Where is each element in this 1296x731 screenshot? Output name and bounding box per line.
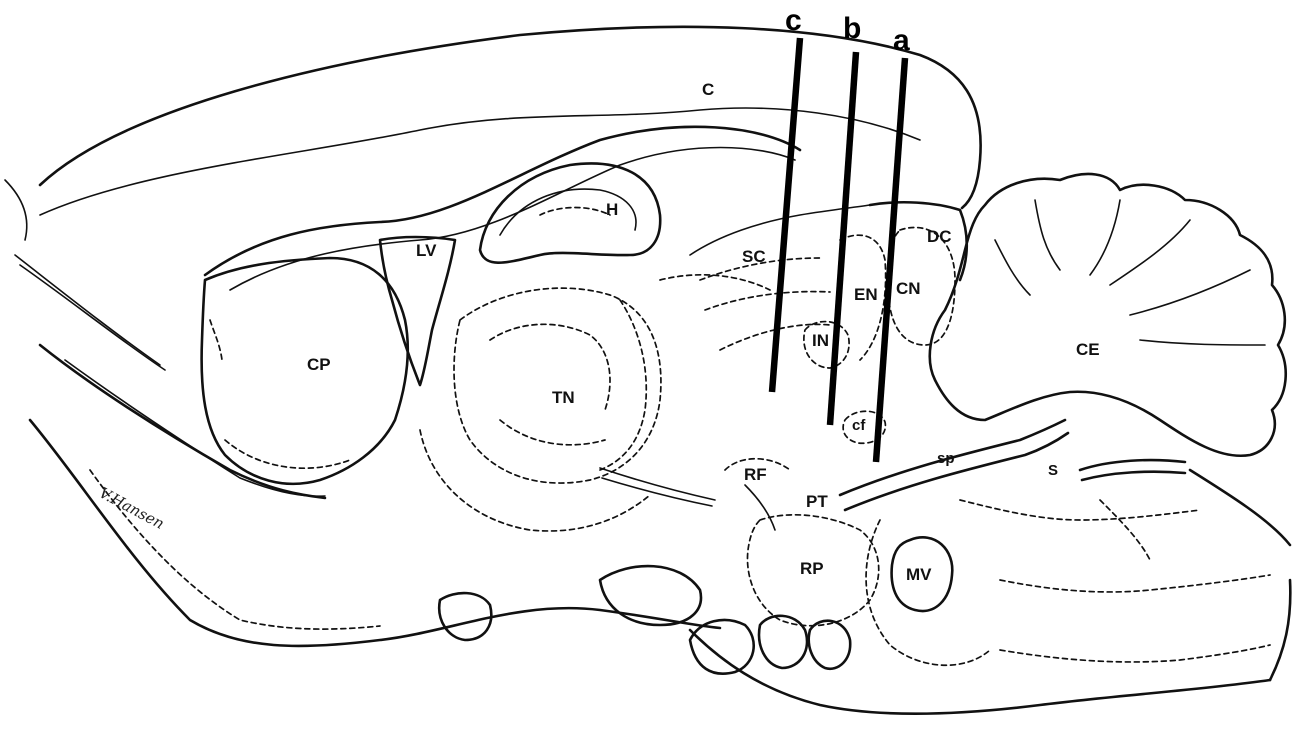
thalamic-nuclei-group [420,275,770,531]
fornix-tract [600,468,715,500]
track-labels: c b a [785,4,910,57]
hippocampus-dashed [540,208,610,216]
cerebellum-folium-2 [1090,200,1120,275]
label-in-region: IN [812,331,829,350]
tectum-dashed-2 [705,292,830,310]
track-label-a: a [893,24,910,57]
medulla-contour-2 [1000,575,1270,592]
label-caudate-putamen: CP [307,355,331,374]
recording-tracks [772,38,905,462]
label-pyramidal-tract: PT [806,492,828,511]
ventral-lobes-group [439,566,850,674]
medulla-contour-1 [960,500,1200,520]
cerebellum-folium-4 [1130,270,1250,315]
brainstem-ventral [690,630,1270,714]
label-cortex: C [702,80,714,99]
label-cf-region: cf [852,417,866,434]
track-b-line [830,52,856,425]
artist-signature: V.Hansen [96,484,167,533]
s-tract-2 [1082,472,1185,480]
medulla-contour-3 [1000,645,1270,662]
anterior-commissure-inner [65,360,325,496]
label-en-region: EN [854,285,878,304]
label-thalamic-nuclei: TN [552,388,575,407]
label-cerebellar-nucleus: CN [896,279,921,298]
ventral-surface-inner [90,470,380,629]
fornix-tract-2 [602,478,712,506]
label-spinal-tract: sp [937,450,955,467]
s-tract [1080,460,1185,470]
cerebellum-outline [930,174,1286,456]
pons-lobe-2 [759,616,807,668]
olfactory-tract-2 [20,265,165,370]
outer-contours [5,27,1290,714]
track-a-line [876,58,905,462]
label-cerebellum: CE [1076,340,1100,359]
label-hippocampus: H [606,200,618,219]
label-dorsal-cochlear: DC [927,227,952,246]
cerebellum-folium-1 [1035,200,1060,270]
olfactory-tract-1 [15,255,160,365]
cerebellum-folium-5 [1140,340,1265,345]
rf-tract [745,485,775,530]
hippocampus-outline [480,163,660,262]
pons-lobe-3 [809,621,850,669]
brainstem-dorsal-rear [1190,470,1290,545]
label-lateral-ventricle: LV [416,241,437,260]
anterior-commissure [40,345,325,498]
cerebellum-folium-3 [1110,220,1190,285]
dc-outline [870,202,967,280]
caudate-putamen-group [202,258,408,484]
caudate-putamen-inner [225,440,350,468]
thalamic-contour-3 [500,420,605,445]
pons-lobe-4 [439,593,491,640]
brainstem-group [747,420,1270,665]
label-reticular-formation: RF [744,465,767,484]
label-s-region: S [1048,462,1058,479]
cerebellum-folium-6 [995,240,1030,295]
mv-surround [866,520,990,665]
pons-lobe-1 [690,620,754,674]
thalamic-contour-4 [600,300,646,470]
brainstem-caudal [1270,580,1290,680]
pons-lobe-5 [600,566,701,625]
label-superior-colliculus: SC [742,247,766,266]
medulla-contour-4 [1100,500,1150,560]
thalamic-contour-2 [490,324,610,410]
caudate-putamen-inner-2 [210,320,222,360]
track-label-b: b [843,12,861,45]
hippocampus-group [480,163,660,262]
caudate-putamen-outline [202,258,408,484]
olfactory-tract-3 [5,180,27,240]
cerebellum-group [930,174,1286,456]
thalamic-contour-5 [660,275,770,290]
track-label-c: c [785,4,802,37]
label-raphe-pontis: RP [800,559,824,578]
label-medial-vestibular: MV [906,565,932,584]
